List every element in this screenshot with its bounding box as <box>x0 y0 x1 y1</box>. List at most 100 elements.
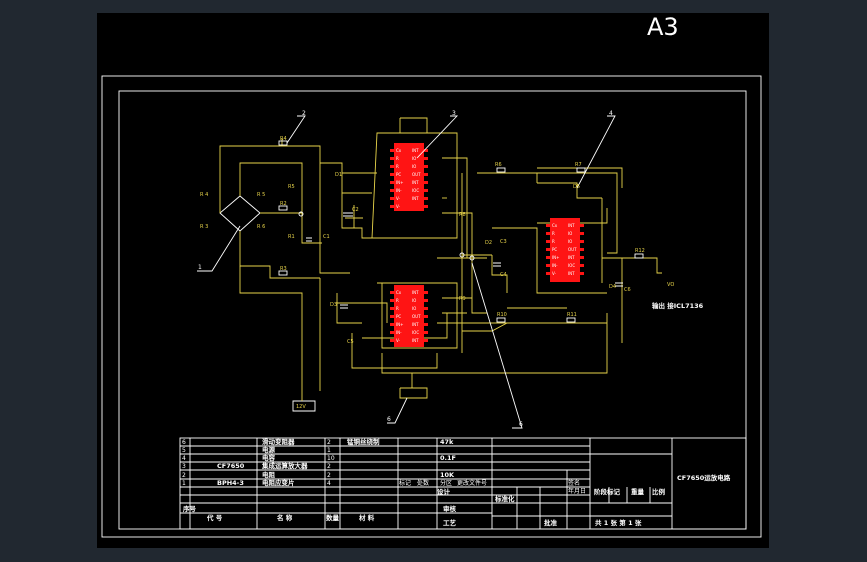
chip-pin-label: V- <box>396 196 401 201</box>
label-d1: D1 <box>335 172 342 178</box>
label-r5: R5 <box>288 184 295 190</box>
junction-dot <box>459 252 465 258</box>
chip-pin <box>580 248 584 251</box>
rev-zone: 分区 <box>440 479 452 487</box>
chip-pin <box>390 181 394 184</box>
chip-pin <box>580 240 584 243</box>
label-r7: R7 <box>575 162 582 168</box>
callout-leaders <box>197 115 616 429</box>
callout-3: 3 <box>452 110 456 117</box>
chip-pin-label: R <box>552 239 555 244</box>
chip-pin-label: IO <box>412 156 416 161</box>
chip-pin <box>390 323 394 326</box>
chip-pin-label: INT <box>412 322 419 327</box>
label-r12: R12 <box>635 248 645 254</box>
label-c1: C1 <box>323 234 330 240</box>
chip-pin <box>390 291 394 294</box>
chip-pin <box>546 272 550 275</box>
chip-pin-label: OUT <box>412 314 421 319</box>
chip-pin-label: IN- <box>396 330 402 335</box>
wiring <box>219 117 662 412</box>
chip-pin <box>390 331 394 334</box>
opamp-chip-3 <box>550 218 580 282</box>
chip-pin-label: OUT <box>568 247 577 252</box>
chip-pin <box>390 149 394 152</box>
chip-pin <box>580 256 584 259</box>
callout-2: 2 <box>302 110 306 117</box>
chip-pin-label: INT <box>412 148 419 153</box>
bridge-label-r6: R 6 <box>257 224 265 230</box>
bridge-label-r4: R 4 <box>200 192 208 198</box>
resistor <box>496 317 506 323</box>
label-c2: C2 <box>352 207 359 213</box>
bom-cell-qty: 10 <box>327 455 335 462</box>
inner-border <box>118 90 747 530</box>
bom-cell-no: 6 <box>182 439 186 446</box>
chip-pin-label: INT <box>568 271 575 276</box>
chip-pin <box>424 173 428 176</box>
chip-pin <box>424 307 428 310</box>
label-c5: C5 <box>347 339 354 345</box>
bom-cell-qty: 2 <box>327 439 331 446</box>
chip-pin <box>424 339 428 342</box>
bom-cell-no: 4 <box>182 455 186 462</box>
power-box <box>292 400 316 412</box>
chip-pin-label: IO <box>568 231 572 236</box>
scale-label: 比例 <box>652 487 666 496</box>
chip-pin-label: IO <box>412 306 416 311</box>
bridge-label-r3: R 3 <box>200 224 208 230</box>
sheets-label: 共 1 张 第 1 张 <box>595 518 642 527</box>
label-r6: R6 <box>495 162 502 168</box>
label-c3: C3 <box>500 239 507 245</box>
bom-cell-qty: 1 <box>327 447 331 454</box>
resistor <box>566 317 576 323</box>
chip-pin <box>424 197 428 200</box>
bom-cell-value: 10K <box>440 471 455 479</box>
bom-cell-code: CF7650 <box>217 462 245 470</box>
chip-pin-label: V- <box>396 338 401 343</box>
chip-pin <box>424 291 428 294</box>
bom-cell-no: 5 <box>182 447 186 454</box>
chip-pin-label: IN+ <box>552 255 560 260</box>
label-d2: D2 <box>485 240 492 246</box>
weight-label: 重量 <box>631 487 645 496</box>
callout-1: 1 <box>198 264 202 271</box>
chip-pin-label: IOC <box>568 263 575 268</box>
bom-cell-name: 电容 <box>262 453 276 462</box>
chip-pin-label: V- <box>396 204 401 209</box>
bom-cell-material: 锰铜丝绕制 <box>347 437 380 446</box>
chip-pin <box>424 315 428 318</box>
chip-pin <box>424 181 428 184</box>
role-approve: 批准 <box>544 518 558 527</box>
label-r11: R11 <box>567 312 577 318</box>
bom-header-qty: 数量 <box>326 513 340 522</box>
chip-pin <box>580 232 584 235</box>
bom-cell-no: 3 <box>182 463 186 470</box>
capacitor <box>493 262 501 267</box>
label-r2: R2 <box>280 201 287 207</box>
bom-cell-qty: 4 <box>327 480 331 487</box>
chip-pin <box>424 189 428 192</box>
bom-cell-code: BPH4-3 <box>217 479 244 487</box>
resistor <box>634 253 644 259</box>
opamp-chip-2 <box>394 285 424 347</box>
chip-pin-label: INT <box>568 255 575 260</box>
bom-header: 序号 代 号 名 称 数量 材 料 <box>182 504 375 522</box>
chip-pin <box>424 323 428 326</box>
chip-pin-label: INT <box>568 223 575 228</box>
chip-pin-label: PC <box>552 247 557 252</box>
chip-pin <box>580 224 584 227</box>
chip-pin <box>546 256 550 259</box>
bom-cell-name: 滑动变阻器 <box>262 437 295 446</box>
bom-cell-qty: 2 <box>327 463 331 470</box>
chip-pin <box>424 149 428 152</box>
chip-pin-label: IO <box>568 239 572 244</box>
chip-pin-label: PC <box>396 172 401 177</box>
chip-pin-label: IN- <box>396 188 402 193</box>
chip-pin <box>546 264 550 267</box>
chip-pin-label: R <box>396 306 399 311</box>
rev-date: 年月日 <box>568 487 586 495</box>
label-c6: C6 <box>624 287 631 293</box>
chip-pin <box>546 232 550 235</box>
role-review: 审核 <box>443 504 457 513</box>
